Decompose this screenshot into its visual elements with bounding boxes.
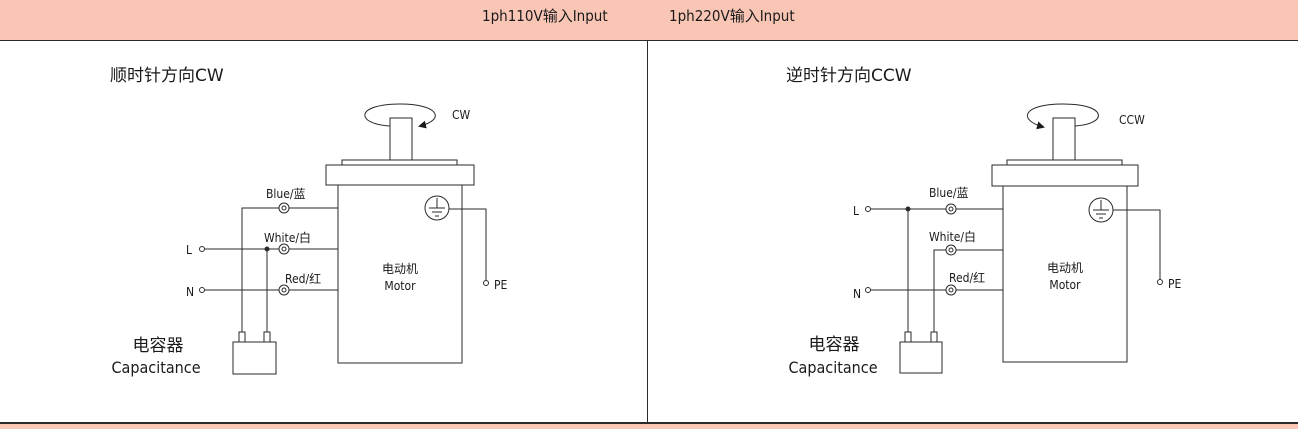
left-motor-en: Motor — [384, 279, 416, 293]
left-terminal-l: L — [186, 243, 192, 257]
right-rotation-label: CCW — [1119, 113, 1145, 127]
header-input-110: 1ph110V输入Input — [482, 7, 608, 25]
left-terminal-n: N — [186, 285, 194, 299]
right-terminal-l: L — [853, 204, 859, 218]
right-capacitor-en: Capacitance — [788, 358, 877, 377]
left-labels: CW Blue/蓝 White/白 Red/红 L N PE 电动机 Motor… — [111, 108, 507, 377]
left-wire-white-label: White/白 — [264, 230, 311, 245]
right-rotation-arrow-icon — [1026, 103, 1099, 130]
right-labels: CCW Blue/蓝 White/白 Red/红 L N PE 电动机 Moto… — [788, 113, 1181, 377]
left-motor-shaft — [389, 117, 413, 161]
panel-divider — [647, 41, 648, 422]
header-input-220: 1ph220V输入Input — [669, 7, 795, 25]
right-terminal-n: N — [853, 287, 861, 301]
left-terminal-pe: PE — [494, 278, 508, 292]
left-capacitor-body — [232, 341, 277, 375]
left-wiring-diagram — [199, 103, 489, 375]
right-wiring-diagram — [865, 103, 1163, 374]
left-capacitor-en: Capacitance — [111, 358, 200, 377]
left-rotation-label: CW — [452, 108, 471, 122]
right-ground-icon — [1088, 197, 1114, 223]
left-capacitor-cn: 电容器 — [133, 336, 184, 356]
left-wire-red-label: Red/红 — [285, 271, 321, 286]
right-panel-title: 逆时针方向CCW — [786, 66, 912, 86]
footer-bar — [0, 422, 1298, 429]
right-motor-head — [991, 164, 1139, 187]
left-wire-blue-label: Blue/蓝 — [266, 187, 306, 201]
right-wire-white-label: White/白 — [929, 229, 976, 244]
left-motor-head — [325, 164, 475, 186]
left-ground-icon — [424, 195, 450, 221]
right-capacitor-cn: 电容器 — [809, 335, 860, 355]
right-motor-cn: 电动机 — [1047, 261, 1083, 275]
header-bar: 1ph110V输入Input 1ph220V输入Input — [0, 0, 1298, 41]
right-terminal-pe: PE — [1168, 277, 1182, 291]
right-capacitor-body — [899, 341, 943, 374]
right-motor-shaft — [1052, 117, 1076, 161]
left-panel-title: 顺时针方向CW — [110, 66, 224, 86]
right-wire-red-label: Red/红 — [949, 270, 985, 285]
right-wire-blue-label: Blue/蓝 — [929, 186, 969, 200]
right-motor-en: Motor — [1049, 278, 1081, 292]
left-motor-cn: 电动机 — [382, 262, 418, 276]
left-rotation-arrow-icon — [364, 103, 436, 129]
